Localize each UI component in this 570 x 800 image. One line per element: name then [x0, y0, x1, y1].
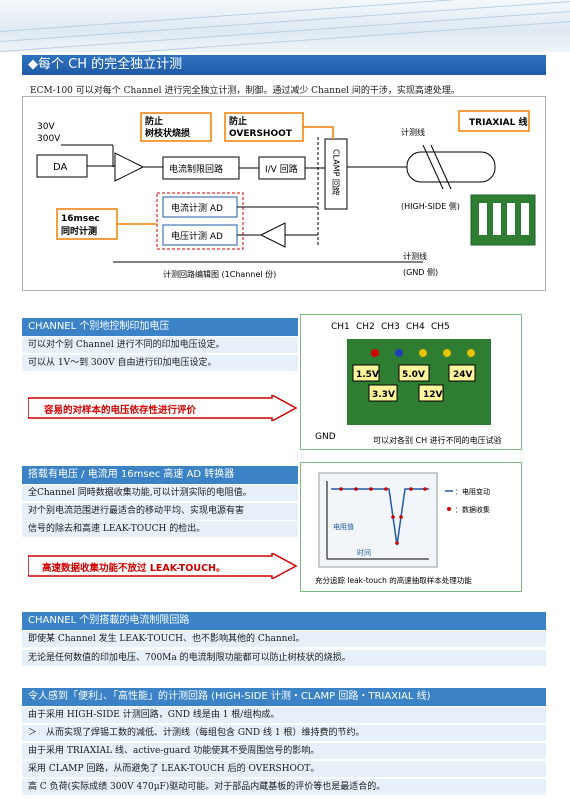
circuit-diagram: 30V 300V DA 电流制限回路 I/V 回路 CLAMP 回路 防止 树枝…	[22, 96, 546, 291]
svg-text:可以对各别 CH 进行不同的电压试验: 可以对各别 CH 进行不同的电压试验	[373, 435, 502, 445]
section4-row: 由于采用 TRIAXIAL 线、active-guard 功能使其不受周围信号的…	[22, 743, 546, 760]
section1-row: 可以从 1V～到 300V 自由进行印加电压设定。	[22, 355, 298, 372]
sync-dashed-border	[156, 192, 244, 250]
svg-text:CLAMP 回路: CLAMP 回路	[332, 149, 341, 195]
svg-text:电压计测 AD: 电压计测 AD	[171, 230, 223, 242]
svg-text:GND: GND	[315, 432, 336, 442]
callout-triaxial	[458, 110, 530, 132]
svg-text:：数据收集: ：数据收集	[455, 505, 490, 514]
callout-anti-tree	[140, 112, 212, 142]
section2-head: 搭载有电压 / 电流用 16msec 高速 AD 转换器	[22, 466, 298, 484]
section2-arrow: 高速数据收集功能不放过 LEAK-TOUCH。	[27, 551, 298, 581]
label-300v: 300V	[37, 134, 61, 144]
section2-row: 信号的除去和高速 LEAK-TOUCH 的检出。	[22, 521, 298, 538]
triaxial-cable	[406, 151, 496, 183]
svg-text:时间: 时间	[357, 548, 371, 557]
section3-row: 无论是任何数值的印加电压、700Ma 的电流制限功能都可以防止树枝状的烧损。	[22, 650, 546, 667]
svg-text:CH3: CH3	[381, 322, 400, 332]
section4-row: 采用 CLAMP 回路，从而避免了 LEAK-TOUCH 后的 OVERSHOO…	[22, 761, 546, 778]
svg-text:CH2: CH2	[356, 322, 375, 332]
svg-text:防止: 防止	[229, 115, 247, 127]
svg-text:1.5V: 1.5V	[356, 370, 379, 380]
svg-text:5.0V: 5.0V	[402, 370, 425, 380]
section1-row: 可以对个别 Channel 进行不同的印加电压设定。	[22, 337, 298, 354]
amplifier-triangle	[114, 152, 145, 182]
svg-text:树枝状烧损: 树枝状烧损	[145, 127, 190, 139]
svg-text:DA: DA	[53, 162, 68, 173]
svg-text:OVERSHOOT: OVERSHOOT	[229, 129, 293, 139]
svg-text:计测线: 计测线	[401, 127, 425, 137]
svg-text:3.3V: 3.3V	[372, 390, 395, 400]
section4-row: ＞ 从而实现了焊锡工数的减低、计测线（每组包含 GND 线 1 根）维持费的节约…	[22, 725, 546, 742]
svg-text:TRIAXIAL 线: TRIAXIAL 线	[469, 116, 528, 128]
svg-text:同时计测: 同时计测	[61, 225, 97, 237]
svg-text:电流计测 AD: 电流计测 AD	[171, 202, 223, 214]
section4-head: 令人感到「便利」、「高性能」的计测回路 (HIGH-SIDE 计测・CLAMP …	[22, 688, 546, 706]
section3-row: 即使某 Channel 发生 LEAK-TOUCH、也不影响其他的 Channe…	[22, 631, 546, 648]
svg-text:CH4: CH4	[406, 322, 425, 332]
svg-text:16msec: 16msec	[61, 214, 100, 224]
section2-graph-panel: 电阻值 时间 ：电阻变动 ：数据收集 充分追踪 leak-touch 的高速抽取…	[300, 462, 522, 592]
section3-head: CHANNEL 个别搭載的电流制限回路	[22, 612, 546, 630]
diagram-caption: 计测回路编辑图 (1Channel 份)	[163, 269, 276, 279]
svg-text:防止: 防止	[145, 115, 163, 127]
buffer-triangle	[259, 222, 286, 248]
section2-row: 对个别电流范围进行最适合的移动平均、实现电源有害	[22, 503, 298, 521]
svg-text:：电阻变动: ：电阻变动	[455, 487, 490, 496]
svg-text:I/V 回路: I/V 回路	[265, 163, 298, 175]
section2-arrow-text: 高速数据收集功能不放过 LEAK-TOUCH。	[42, 563, 226, 574]
section1-arrow: 容易的对样本的电压依存性进行评价	[27, 393, 298, 423]
section4-row: 高 C 负荷(实际成绩 300V 470μF)驱动可能。对于部品内蔵基板的评价等…	[22, 779, 546, 796]
svg-text:电阻值: 电阻值	[333, 522, 354, 531]
svg-text:(GND 侧): (GND 侧)	[403, 267, 438, 277]
svg-text:24V: 24V	[453, 370, 473, 380]
svg-text:电流制限回路: 电流制限回路	[169, 163, 223, 175]
board	[347, 339, 491, 425]
section2-row: 全Channel 同時数据收集功能,可以计测实际的电阻值。	[22, 485, 298, 502]
callout-anti-overshoot	[224, 112, 304, 142]
svg-text:CH5: CH5	[431, 322, 450, 332]
section1-board-panel: CH1 CH2 CH3 CH4 CH5 1.5V 5.0V 24V 3.3V 1…	[300, 314, 522, 450]
label-30v: 30V	[37, 122, 55, 132]
svg-text:12V: 12V	[423, 390, 443, 400]
intro-text: ECM-100 可以对每个 Channel 进行完全独立计测，制御。通过减少 C…	[30, 86, 460, 96]
section1-arrow-text: 容易的对样本的电压依存性进行评价	[44, 405, 197, 416]
callout-16msec	[56, 208, 118, 240]
svg-text:(HIGH-SIDE 侧): (HIGH-SIDE 侧)	[401, 201, 460, 211]
svg-text:CH1: CH1	[331, 322, 350, 332]
svg-text:计测线: 计测线	[403, 251, 427, 261]
section1-head: CHANNEL 个别地控制印加电压	[22, 318, 298, 336]
section4-row: 由于采用 HIGH-SIDE 计测回路，GND 线是由 1 根/组构成。	[22, 707, 546, 724]
page-title: ◆每个 CH 的完全独立计测	[22, 55, 546, 75]
svg-text:充分追踪 leak-touch 的高速抽取样本处理功能: 充分追踪 leak-touch 的高速抽取样本处理功能	[315, 575, 472, 585]
header-band	[0, 0, 570, 52]
clamp-block	[324, 138, 348, 210]
